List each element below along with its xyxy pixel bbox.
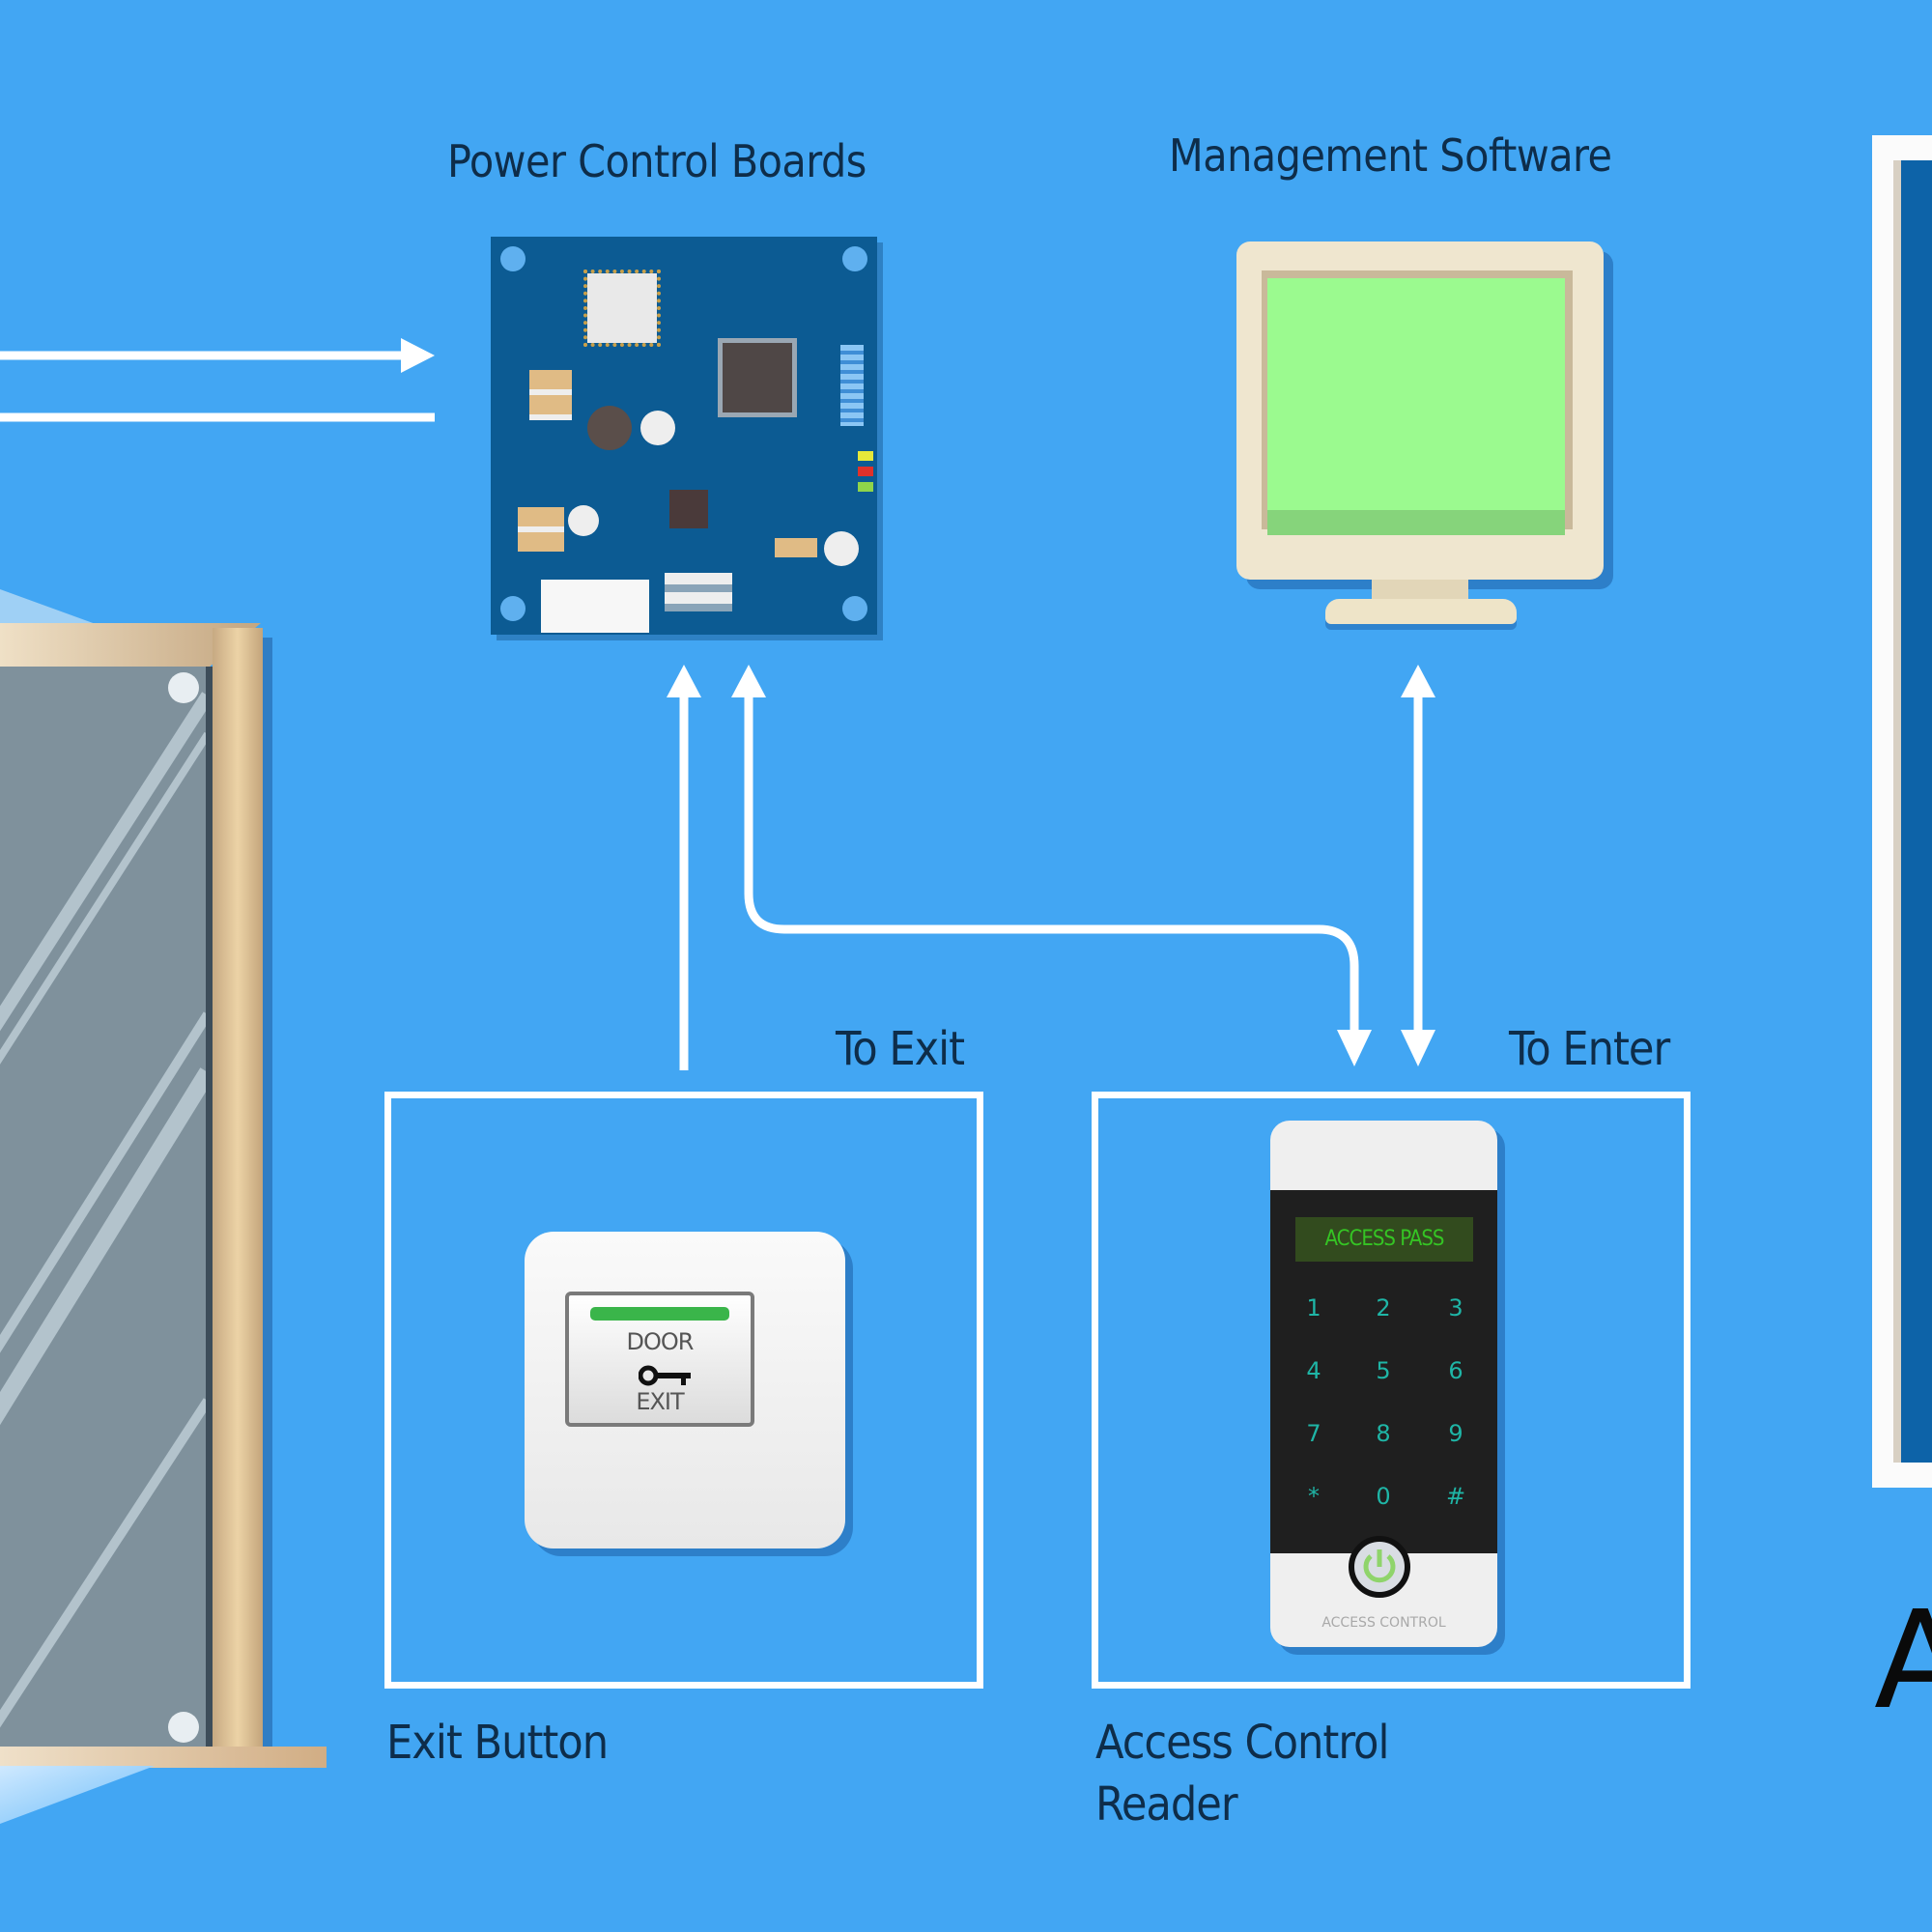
monitor-screen [1267, 278, 1565, 518]
keypad-key[interactable]: 2 [1376, 1294, 1391, 1321]
mount-hole [500, 246, 526, 271]
inductor-icon [587, 406, 632, 450]
arrowhead-right-icon [401, 338, 435, 373]
door-frame-right [213, 628, 263, 1748]
crystal-icon [568, 505, 599, 536]
access-control-reader-label: Access Control Reader [1095, 1712, 1389, 1835]
chip-icon [583, 270, 661, 347]
right-panel-inner [1893, 160, 1932, 1463]
keypad-key[interactable]: 1 [1306, 1294, 1321, 1321]
access-control-reader-label-line2: Reader [1095, 1777, 1238, 1832]
terminal-block-icon [665, 573, 732, 611]
arrowhead-up-icon [731, 665, 766, 697]
keypad-key[interactable]: 4 [1306, 1357, 1321, 1384]
door-floor [0, 1747, 327, 1768]
keypad-key[interactable]: 0 [1376, 1483, 1391, 1510]
board-reader-line [744, 694, 1359, 1034]
connector-header-icon [541, 580, 649, 633]
reader-display: ACCESS PASS [1295, 1217, 1473, 1262]
exit-led-indicator [590, 1307, 729, 1321]
exit-button-device[interactable]: DOOR EXIT [525, 1232, 845, 1548]
mount-hole [842, 596, 867, 621]
led-yellow-icon [858, 451, 873, 461]
keypad-key[interactable]: 6 [1448, 1357, 1463, 1384]
door-glass-panel [0, 667, 208, 1748]
right-panel [1872, 135, 1932, 1488]
processor-icon [718, 338, 797, 417]
arrowhead-down-icon [1337, 1030, 1372, 1066]
door-edge [206, 667, 213, 1748]
arrowhead-down-icon [1401, 1030, 1435, 1066]
partial-title-letter: A [1874, 1582, 1932, 1740]
access-control-reader-label-line1: Access Control [1095, 1716, 1389, 1770]
mount-hole [842, 246, 867, 271]
glass-reflection-icon [0, 672, 208, 1743]
resistor-icon [775, 538, 817, 557]
keypad-key[interactable]: 9 [1448, 1420, 1463, 1447]
crystal-icon [640, 411, 675, 445]
monitor-stand [1325, 599, 1517, 624]
keypad-key[interactable]: 8 [1376, 1420, 1391, 1447]
regulator-icon [669, 490, 708, 528]
key-icon [639, 1365, 691, 1386]
capacitor-icon [529, 370, 572, 420]
access-control-reader-device[interactable]: ACCESS PASS 1 2 3 4 5 6 7 8 9 * 0 # ACCESS CONTROL [1270, 1121, 1497, 1647]
door-frame-shadow [263, 638, 272, 1748]
keypad-key[interactable]: 7 [1306, 1420, 1321, 1447]
mount-hole [500, 596, 526, 621]
arrowhead-up-icon [1401, 665, 1435, 697]
power-control-boards-label: Power Control Boards [447, 135, 867, 187]
keypad-key[interactable]: # [1445, 1483, 1466, 1510]
exit-button-face[interactable]: DOOR EXIT [565, 1292, 754, 1427]
power-button[interactable] [1349, 1536, 1410, 1598]
keypad-key[interactable]: * [1308, 1483, 1320, 1510]
to-enter-label: To Enter [1509, 1022, 1670, 1076]
keypad-key[interactable]: 5 [1376, 1357, 1391, 1384]
exit-button-box [384, 1092, 983, 1689]
reader-footer-text: ACCESS CONTROL [1321, 1615, 1446, 1631]
led-green-icon [858, 482, 873, 492]
dip-switch-icon [840, 345, 864, 426]
management-software-label: Management Software [1169, 129, 1612, 182]
arrowhead-up-icon [667, 665, 701, 697]
monitor-screen-bottom [1267, 510, 1565, 535]
exit-exit-text: EXIT [636, 1388, 684, 1415]
crystal-icon [824, 531, 859, 566]
led-red-icon [858, 467, 873, 476]
management-monitor[interactable] [1236, 242, 1604, 580]
power-control-board[interactable] [491, 237, 877, 635]
keypad-key[interactable]: 3 [1448, 1294, 1463, 1321]
capacitor-icon [518, 507, 564, 552]
power-icon [1363, 1549, 1396, 1583]
access-reader-box [1092, 1092, 1690, 1689]
exit-door-text: DOOR [626, 1328, 695, 1355]
exit-button-label: Exit Button [386, 1716, 609, 1770]
to-exit-label: To Exit [836, 1022, 965, 1076]
